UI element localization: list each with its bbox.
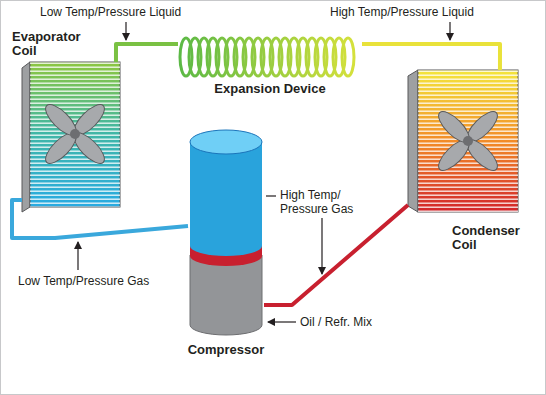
compressor-body [190, 142, 262, 256]
fan-blade [41, 128, 81, 168]
compressor-illustration [190, 130, 262, 335]
fan-blade [69, 128, 109, 168]
coil-fins [418, 70, 518, 212]
condenser-coil: Condenser Coil [408, 70, 518, 212]
coil-side [22, 62, 30, 212]
compressor-base [190, 255, 262, 335]
pipe-label: Low Temp/Pressure Liquid [40, 5, 181, 19]
expansion-device: Expansion Device [178, 36, 362, 76]
fan-blade [434, 107, 474, 147]
leader-arrow [321, 218, 322, 274]
leader-arrow [125, 22, 126, 40]
coil-fins [30, 62, 120, 207]
cold-gas-pipe [12, 200, 188, 238]
component-label: Condenser Coil [452, 224, 528, 252]
leader-arrow [449, 22, 450, 40]
leader-arrow [268, 321, 296, 322]
pipe-label: High Temp/ Pressure Gas [280, 188, 360, 216]
component-label: Evaporator Coil [12, 30, 92, 58]
expansion-coil [180, 38, 354, 76]
compressor: Compressor [188, 128, 264, 335]
condenser-illustration [408, 70, 518, 212]
component-label: Compressor [158, 343, 294, 357]
fan-blade [434, 135, 474, 175]
fan [434, 107, 502, 175]
fan-hub [463, 136, 473, 146]
coil-winding [342, 38, 354, 76]
fan-blade [41, 100, 81, 140]
fan-blade [462, 107, 502, 147]
coil-face [30, 62, 120, 207]
coil-side [408, 70, 418, 212]
evaporator-illustration [22, 62, 120, 212]
coil-face [418, 70, 518, 212]
fan-hub [70, 129, 80, 139]
hot-liquid-pipe [362, 44, 500, 70]
pipe-label: Oil / Refr. Mix [300, 315, 372, 329]
hot-gas-pipe [264, 205, 408, 305]
fan [41, 100, 109, 168]
component-label: Expansion Device [178, 82, 362, 96]
evaporator-coil: Evaporator Coil [22, 62, 120, 207]
compressor-top [190, 130, 262, 154]
pipe-label: High Temp/Pressure Liquid [330, 5, 474, 19]
cold-liquid-pipe [116, 44, 178, 62]
fan-blade [462, 135, 502, 175]
pipe-label: Low Temp/Pressure Gas [18, 274, 149, 288]
leader-arrow [77, 242, 78, 270]
leader-line [266, 195, 276, 196]
fan-blade [69, 100, 109, 140]
